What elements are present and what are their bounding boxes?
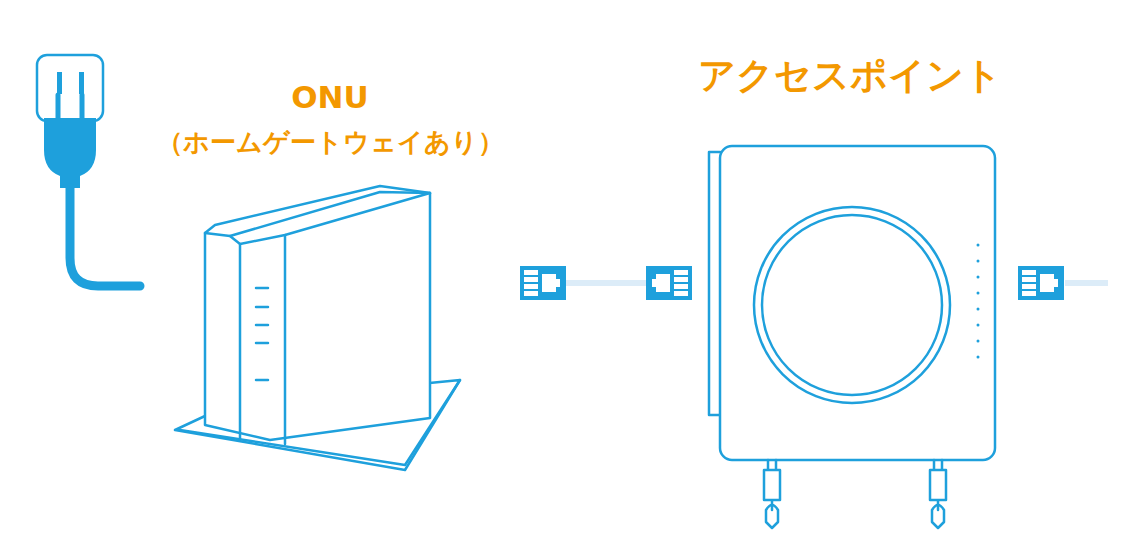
- power-plug: [44, 118, 96, 188]
- lan-plug: [520, 266, 566, 300]
- lan-plug: [646, 266, 692, 300]
- onu-node: ONU （ホームゲートウェイあり）: [136, 80, 524, 475]
- access-point-node: アクセスポイント: [686, 55, 1014, 465]
- lan-cable: [1065, 280, 1108, 286]
- device-name: ONU: [136, 80, 524, 116]
- device-name: アクセスポイント: [686, 55, 1014, 98]
- wall-outlet: [37, 55, 103, 121]
- device-note: （ホームゲートウェイあり）: [136, 128, 524, 158]
- power-cord: [70, 188, 140, 286]
- onu-device: [175, 186, 460, 470]
- access-point-device: [709, 146, 995, 528]
- lan-plug: [1018, 266, 1064, 300]
